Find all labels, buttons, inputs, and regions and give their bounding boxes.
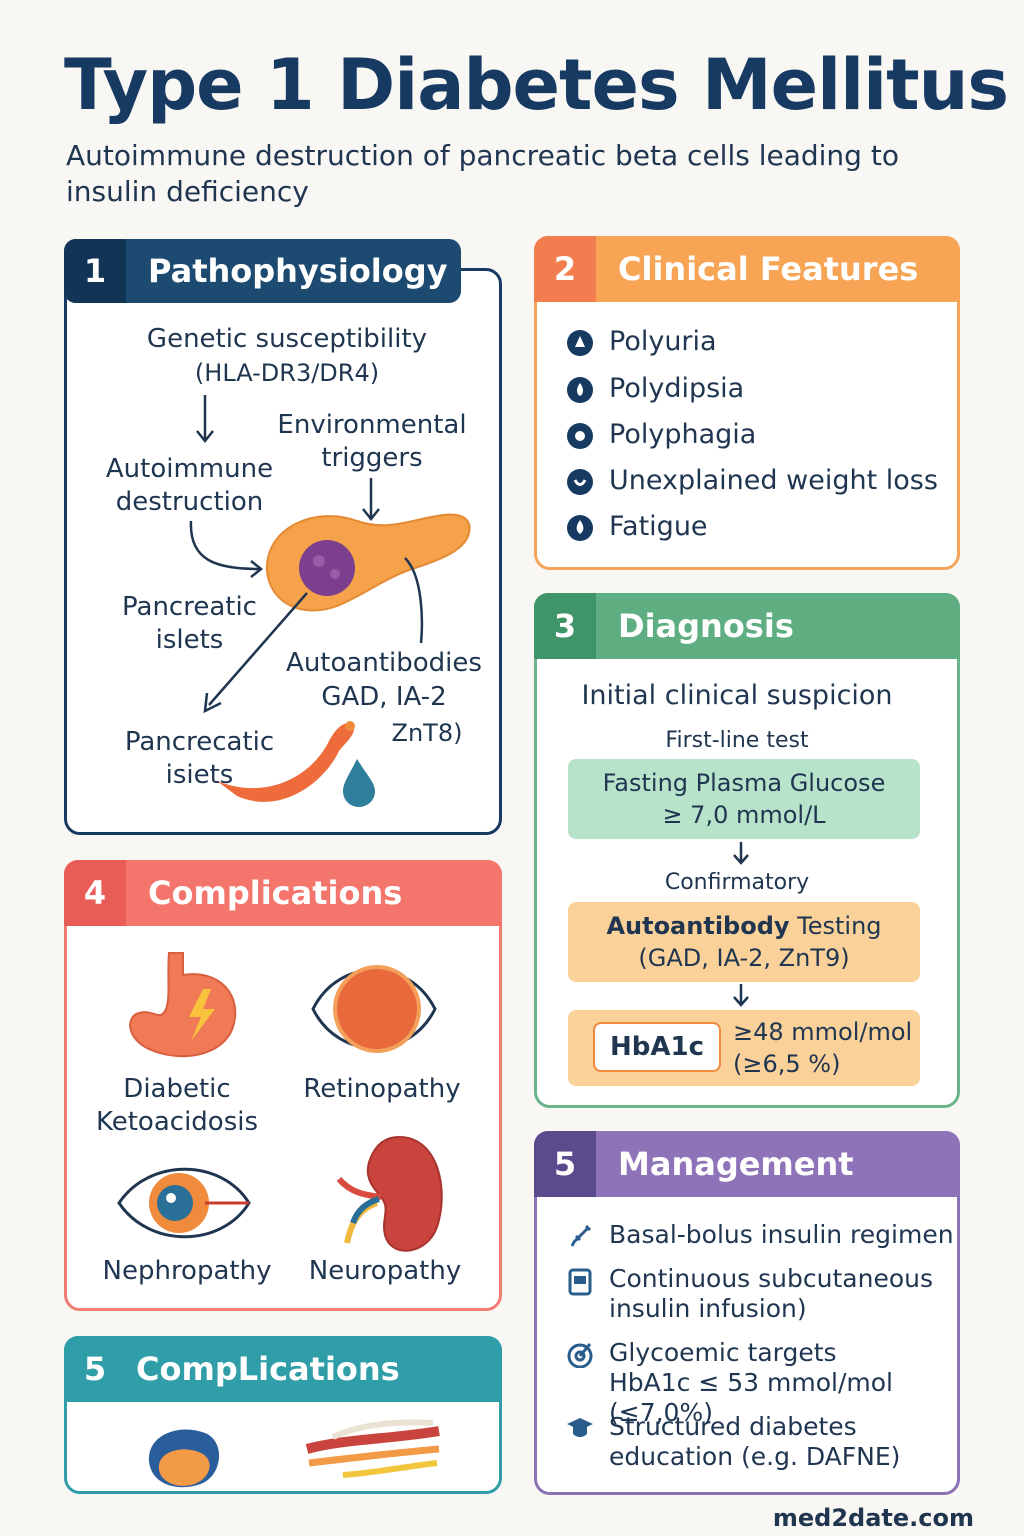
section-title: Complications <box>148 874 403 912</box>
isiets-label: isiets <box>165 760 234 790</box>
antibody-extra: ZnT8) <box>391 719 463 747</box>
syringe-icon <box>570 1224 592 1247</box>
dka-label: Diabetic <box>123 1074 231 1104</box>
islets-label-2: islets <box>155 625 224 655</box>
feature-bullet-icon <box>567 377 593 403</box>
clinical-features-header: 2 Clinical Features <box>534 236 960 302</box>
dka-label-2: Ketoacidosis <box>95 1107 259 1137</box>
management-label-2: HbA1c ≤ 53 mmol/mol (≤7,0%) <box>609 1368 893 1427</box>
management-label-2: insulin infusion) <box>609 1294 807 1323</box>
hba1c-value: ≥48 mmol/mol <box>733 1018 913 1046</box>
hba1c-percent: (≥6,5 %) <box>733 1050 841 1078</box>
section-number: 5 <box>534 1131 596 1197</box>
feature-bullet-icon <box>567 469 593 495</box>
ab-test-list: (GAD, IA-2, ZnT9) <box>638 944 850 972</box>
pathophysiology-header: 1 Pathophysiology <box>64 239 461 303</box>
section-title: Pathophysiology <box>148 252 448 290</box>
complications-header: 4 Complications <box>64 860 502 926</box>
list-item: Polyphagia <box>565 420 756 450</box>
section-title: CompLications <box>136 1350 400 1388</box>
diagnosis-header: 3 Diagnosis <box>534 593 960 659</box>
hba1c-box: HbA1c ≥48 mmol/mol (≥6,5 %) <box>568 1010 920 1086</box>
feature-label: Polyphagia <box>609 419 757 450</box>
graduation-cap-icon <box>567 1418 593 1437</box>
genetic-detail: (HLA-DR3/DR4) <box>194 359 380 387</box>
pancreas-icon <box>265 513 471 612</box>
ab-test-rest: Testing <box>789 912 882 940</box>
management-card: 5 Management Basal-bolus insulin regimen… <box>534 1131 960 1495</box>
management-label: Glycoemic targets <box>609 1338 837 1367</box>
feature-label: Polydipsia <box>609 373 745 404</box>
environmental-label: Environmental <box>277 410 467 440</box>
feature-label: Unexplained weight loss <box>609 465 938 496</box>
section-number: 3 <box>534 593 596 659</box>
islets-label: Pancreatic <box>122 592 257 622</box>
list-item: Basal-bolus insulin regimen <box>565 1220 954 1250</box>
kidney-icon <box>336 1135 443 1252</box>
section-number: 2 <box>534 236 596 302</box>
nephropathy-label: Nephropathy <box>102 1256 272 1286</box>
arrow-down-icon <box>733 984 749 1007</box>
organ-icon <box>148 1429 220 1488</box>
list-item: Polyuria <box>565 327 717 357</box>
feature-bullet-icon <box>567 330 593 356</box>
management-label-2: education (e.g. DAFNE) <box>609 1442 901 1471</box>
fpg-label: Fasting Plasma Glucose <box>602 769 886 797</box>
clinical-suspicion: Initial clinical suspicion <box>581 680 893 711</box>
list-item: Fatigue <box>565 512 708 542</box>
list-item: Polydipsia <box>565 374 744 404</box>
target-icon <box>567 1343 593 1368</box>
triggers-label: triggers <box>321 443 423 473</box>
pancrecatic-label: Pancrecatic <box>124 727 275 757</box>
section-number: 5 <box>64 1336 126 1402</box>
hba1c-badge: HbA1c <box>593 1022 721 1072</box>
nerve-icon <box>305 1419 440 1478</box>
first-line-label: First-line test <box>665 728 809 753</box>
ab-test-bold: Autoantibody <box>606 912 790 940</box>
complications-2-card: 5 CompLications <box>64 1336 502 1494</box>
retinopathy-label: Retinopathy <box>303 1074 461 1104</box>
insulin-pump-icon <box>568 1268 592 1296</box>
management-label: Structured diabetes <box>609 1412 857 1441</box>
eye-icon <box>117 1167 251 1239</box>
feature-label: Polyuria <box>609 326 717 357</box>
autoantibody-test-box: Autoantibody Testing (GAD, IA-2, ZnT9) <box>568 902 920 982</box>
blood-drop-icon <box>343 759 375 807</box>
complications-2-header: 5 CompLications <box>64 1336 502 1402</box>
stomach-icon <box>129 952 237 1058</box>
management-label: Basal-bolus insulin regimen <box>609 1220 954 1249</box>
feature-label: Fatigue <box>609 511 708 542</box>
section-number: 1 <box>64 239 126 303</box>
management-header: 5 Management <box>534 1131 960 1197</box>
confirmatory-label: Confirmatory <box>664 870 810 895</box>
page-title: Type 1 Diabetes Mellitus <box>64 44 1009 126</box>
autoantibodies-label: Autoantibodies <box>286 648 482 678</box>
section-title: Diagnosis <box>618 607 794 645</box>
autoimmune-label: Autoimmune <box>105 454 274 484</box>
page-subtitle: Autoimmune destruction of pancreatic bet… <box>66 139 899 208</box>
complications-card: 4 Complications Diabetic Ketoacidosis Re… <box>64 860 502 1311</box>
feature-bullet-icon <box>567 423 593 449</box>
footer-site[interactable]: med2date.com <box>772 1504 974 1532</box>
retina-icon <box>311 965 437 1053</box>
section-title: Clinical Features <box>618 250 919 288</box>
destruction-label: destruction <box>115 487 264 517</box>
neuropathy-label: Neuropathy <box>308 1256 462 1286</box>
feature-bullet-icon <box>567 515 593 541</box>
fpg-value: ≥ 7,0 mmol/L <box>662 801 826 829</box>
antibody-list: GAD, IA-2 <box>321 682 447 712</box>
management-label: Continuous subcutaneous <box>609 1264 933 1293</box>
pathophysiology-card: 1 Pathophysiology Genetic susceptibility… <box>64 239 502 835</box>
section-number: 4 <box>64 860 126 926</box>
clinical-features-card: 2 Clinical Features Polyuria Polydipsia … <box>534 236 960 570</box>
fasting-glucose-box: Fasting Plasma Glucose ≥ 7,0 mmol/L <box>568 759 920 839</box>
diagnosis-card: 3 Diagnosis Initial clinical suspicion F… <box>534 593 960 1108</box>
list-item: Unexplained weight loss <box>565 466 938 496</box>
section-title: Management <box>618 1145 854 1183</box>
genetic-label: Genetic susceptibility <box>146 324 428 354</box>
arrow-down-icon <box>733 842 749 865</box>
